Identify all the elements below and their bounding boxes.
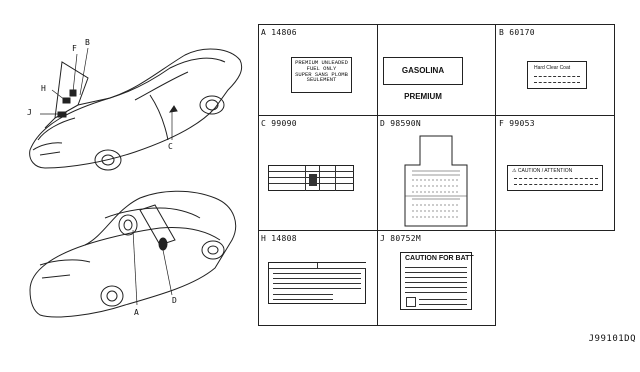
fuel-label-line: FUEL ONLY xyxy=(306,64,337,72)
text-line xyxy=(405,272,467,273)
cell-h-heading: H 14808 xyxy=(261,234,297,243)
grid-divider xyxy=(377,24,378,326)
car-top-hood-open xyxy=(29,48,243,171)
fuel-label-line: SUPER SANS PLOMB xyxy=(295,70,348,78)
cell-b-heading: B 60170 xyxy=(499,28,535,37)
fuel-label-line: PREMIUM UNLEADED xyxy=(295,59,348,66)
text-line xyxy=(273,294,333,295)
gasolina-label: GASOLINA PREMIUM xyxy=(383,57,463,101)
text-line xyxy=(405,277,467,278)
car-bottom-door-open xyxy=(29,190,237,318)
callout-a: A xyxy=(134,308,139,317)
text-line xyxy=(419,299,467,300)
cell-d-heading: D 98590N xyxy=(380,119,421,128)
grid-divider xyxy=(258,230,496,231)
car-illustrations xyxy=(29,47,243,318)
hang-tag-label xyxy=(404,135,468,227)
fuel-label-line: SEULEMENT xyxy=(306,76,337,84)
text-line xyxy=(419,304,467,305)
caution-attention-label: ⚠ CAUTION / ATTENTION xyxy=(507,165,603,191)
clear-coat-text: Hard Clear Coat xyxy=(534,65,571,71)
callout-b: B xyxy=(85,38,90,47)
table-fill xyxy=(309,174,317,186)
text-line xyxy=(273,299,333,300)
battery-icon xyxy=(406,297,416,307)
text-line xyxy=(273,288,361,289)
caution-heading: ⚠ CAUTION / ATTENTION xyxy=(508,166,602,174)
table-rule xyxy=(269,171,354,172)
callout-c: C xyxy=(168,142,173,151)
cell-f-heading: F 99053 xyxy=(499,119,535,128)
text-line xyxy=(514,178,598,180)
text-line xyxy=(405,292,467,293)
table-rule xyxy=(335,166,336,191)
grid-divider xyxy=(495,115,615,116)
warning-icon: ⚠ xyxy=(512,168,517,174)
label-grid-right xyxy=(495,24,615,231)
cell-c-heading: C 99090 xyxy=(261,119,297,128)
text-line xyxy=(405,267,467,268)
text-line xyxy=(273,278,361,279)
diagram-code: J99101DQ xyxy=(588,334,636,344)
text-line xyxy=(514,184,598,186)
spec-table-label xyxy=(268,165,354,191)
tire-info-label xyxy=(268,262,366,304)
cell-j-heading: J 80752M xyxy=(380,234,421,243)
text-line xyxy=(534,76,580,78)
battery-caution-label: CAUTION FOR BATT xyxy=(400,252,474,310)
battery-caution-title: CAUTION FOR BATT xyxy=(405,255,474,262)
text-line xyxy=(405,287,467,288)
text-line xyxy=(273,273,361,274)
callout-h: H xyxy=(41,84,46,93)
text-line xyxy=(534,82,580,84)
clear-coat-label: Hard Clear Coat xyxy=(527,61,587,89)
callout-j: J xyxy=(27,108,32,117)
table-rule xyxy=(305,166,306,191)
cell-a-heading: A 14806 xyxy=(261,28,297,37)
text-line xyxy=(273,283,361,284)
text-line xyxy=(405,282,467,283)
table-rule xyxy=(319,166,320,191)
caution-text: CAUTION / ATTENTION xyxy=(517,168,573,174)
callout-d: D xyxy=(172,296,177,305)
fuel-label: PREMIUM UNLEADED FUEL ONLY SUPER SANS PL… xyxy=(291,57,352,93)
table-rule xyxy=(317,263,318,268)
callout-f: F xyxy=(72,44,77,53)
grid-divider xyxy=(258,115,496,116)
